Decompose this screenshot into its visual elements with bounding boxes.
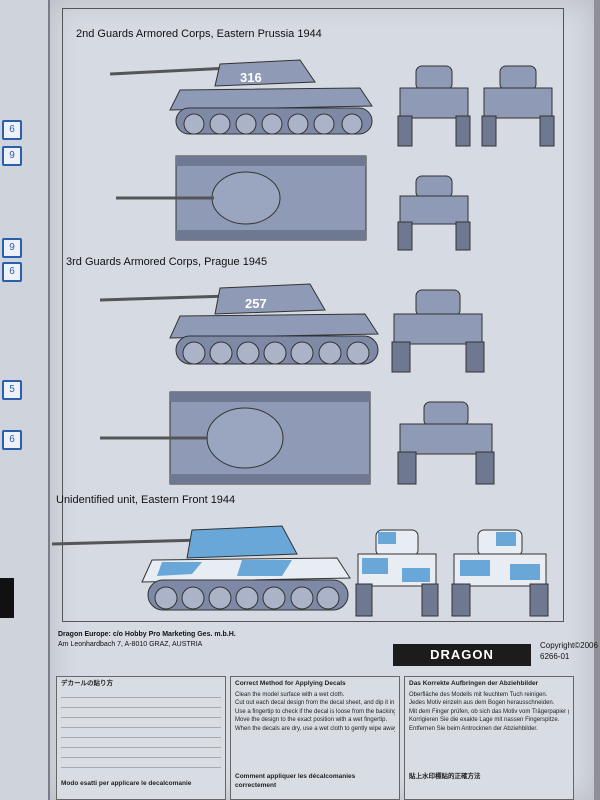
decal-marker-icon: 9 [2,238,22,258]
japanese-instructions-title: デカールの貼り方 [61,680,113,687]
copyright-block: Copyright©2006 6266-01 [540,640,600,662]
japanese-instructions-body [61,691,221,777]
tank-side-view-1: 316 [110,59,373,135]
dragon-logo: DRAGON [393,644,531,666]
publisher-line-1: Dragon Europe: c/o Hobby Pro Marketing G… [58,631,236,638]
decal-marker-icon: 6 [2,430,22,450]
tank-rear-view-3-camouflage [451,529,549,617]
section-title-1: 2nd Guards Armored Corps, Eastern Prussi… [76,28,322,40]
illustration-frame [62,8,564,622]
decal-marker-icon: 6 [2,262,22,282]
tank-front-view-1b [397,175,471,251]
english-step-2: Cut out each decal design from the decal… [235,700,395,706]
german-step-4: Korrigieren Sie die exakte Lage mit nass… [409,717,560,723]
publisher-line-2: Am Leonhardbach 7, A-8010 GRAZ, AUSTRIA [58,641,203,648]
copyright-text: Copyright©2006 [540,641,598,650]
instructions-english-french: Correct Method for Applying Decals Clean… [230,676,400,800]
publisher-info: Dragon Europe: c/o Hobby Pro Marketing G… [58,630,236,650]
tank-front-view-1 [397,65,471,147]
tank-top-view-2 [100,391,371,485]
decal-marker-icon: 9 [2,146,22,166]
german-step-3: Mit dem Finger prüfen, ob sich das Motiv… [409,708,569,715]
instructions-german-chinese: Das Korrekte Aufbringen der Abziehbilder… [404,676,574,800]
section-title-3: Unidentified unit, Eastern Front 1944 [56,494,236,506]
german-step-2: Jedes Motiv einzeln aus dem Bogen heraus… [409,700,555,706]
english-step-1: Clean the model surface with a wet cloth… [235,691,345,698]
tank-rear-view-2 [397,401,495,485]
decal-marker-icon: 6 [2,120,22,140]
german-instructions-title: Das Korrekte Aufbringen der Abziehbilder [409,680,539,687]
instructions-japanese-italian: デカールの貼り方 Modo esatti per applicare le de… [56,676,226,800]
tank-top-view-1 [116,155,367,241]
decal-instruction-page: 2nd Guards Armored Corps, Eastern Prussi… [50,0,598,800]
section-title-2: 3rd Guards Armored Corps, Prague 1945 [66,256,268,268]
english-step-3: Use a fingertip to check if the decal is… [235,708,395,715]
tank-side-view-2: 257 [100,283,379,365]
italian-instructions-title: Modo esatti per applicare le decalcomani… [61,779,192,787]
french-instructions-title: Comment appliquer les décalcomanies corr… [235,773,356,789]
tank-front-view-3-camouflage [355,529,439,617]
chinese-instructions-title: 貼上水印標貼的正確方法 [409,773,481,780]
german-step-5: Entfernen Sie beim Antrocknen der Abzieh… [409,725,538,732]
english-step-4: Move the design to the exact position wi… [235,717,388,723]
turret-number-1: 316 [240,70,262,85]
page-number-fragment [0,578,14,618]
tank-front-view-2 [391,289,485,373]
kit-number: 6266-01 [540,652,570,661]
decal-marker-icon: 5 [2,380,22,400]
previous-page-strip: 6 9 9 6 5 6 [0,0,50,800]
german-step-1: Oberfläche des Modells mit feuchtem Tuch… [409,691,548,698]
turret-number-2: 257 [245,296,267,311]
tank-side-view-3-camouflage [52,525,351,611]
english-instructions-title: Correct Method for Applying Decals [235,680,346,687]
english-step-5: When the decals are dry, use a wet cloth… [235,725,395,732]
tank-rear-view-1 [481,65,555,147]
